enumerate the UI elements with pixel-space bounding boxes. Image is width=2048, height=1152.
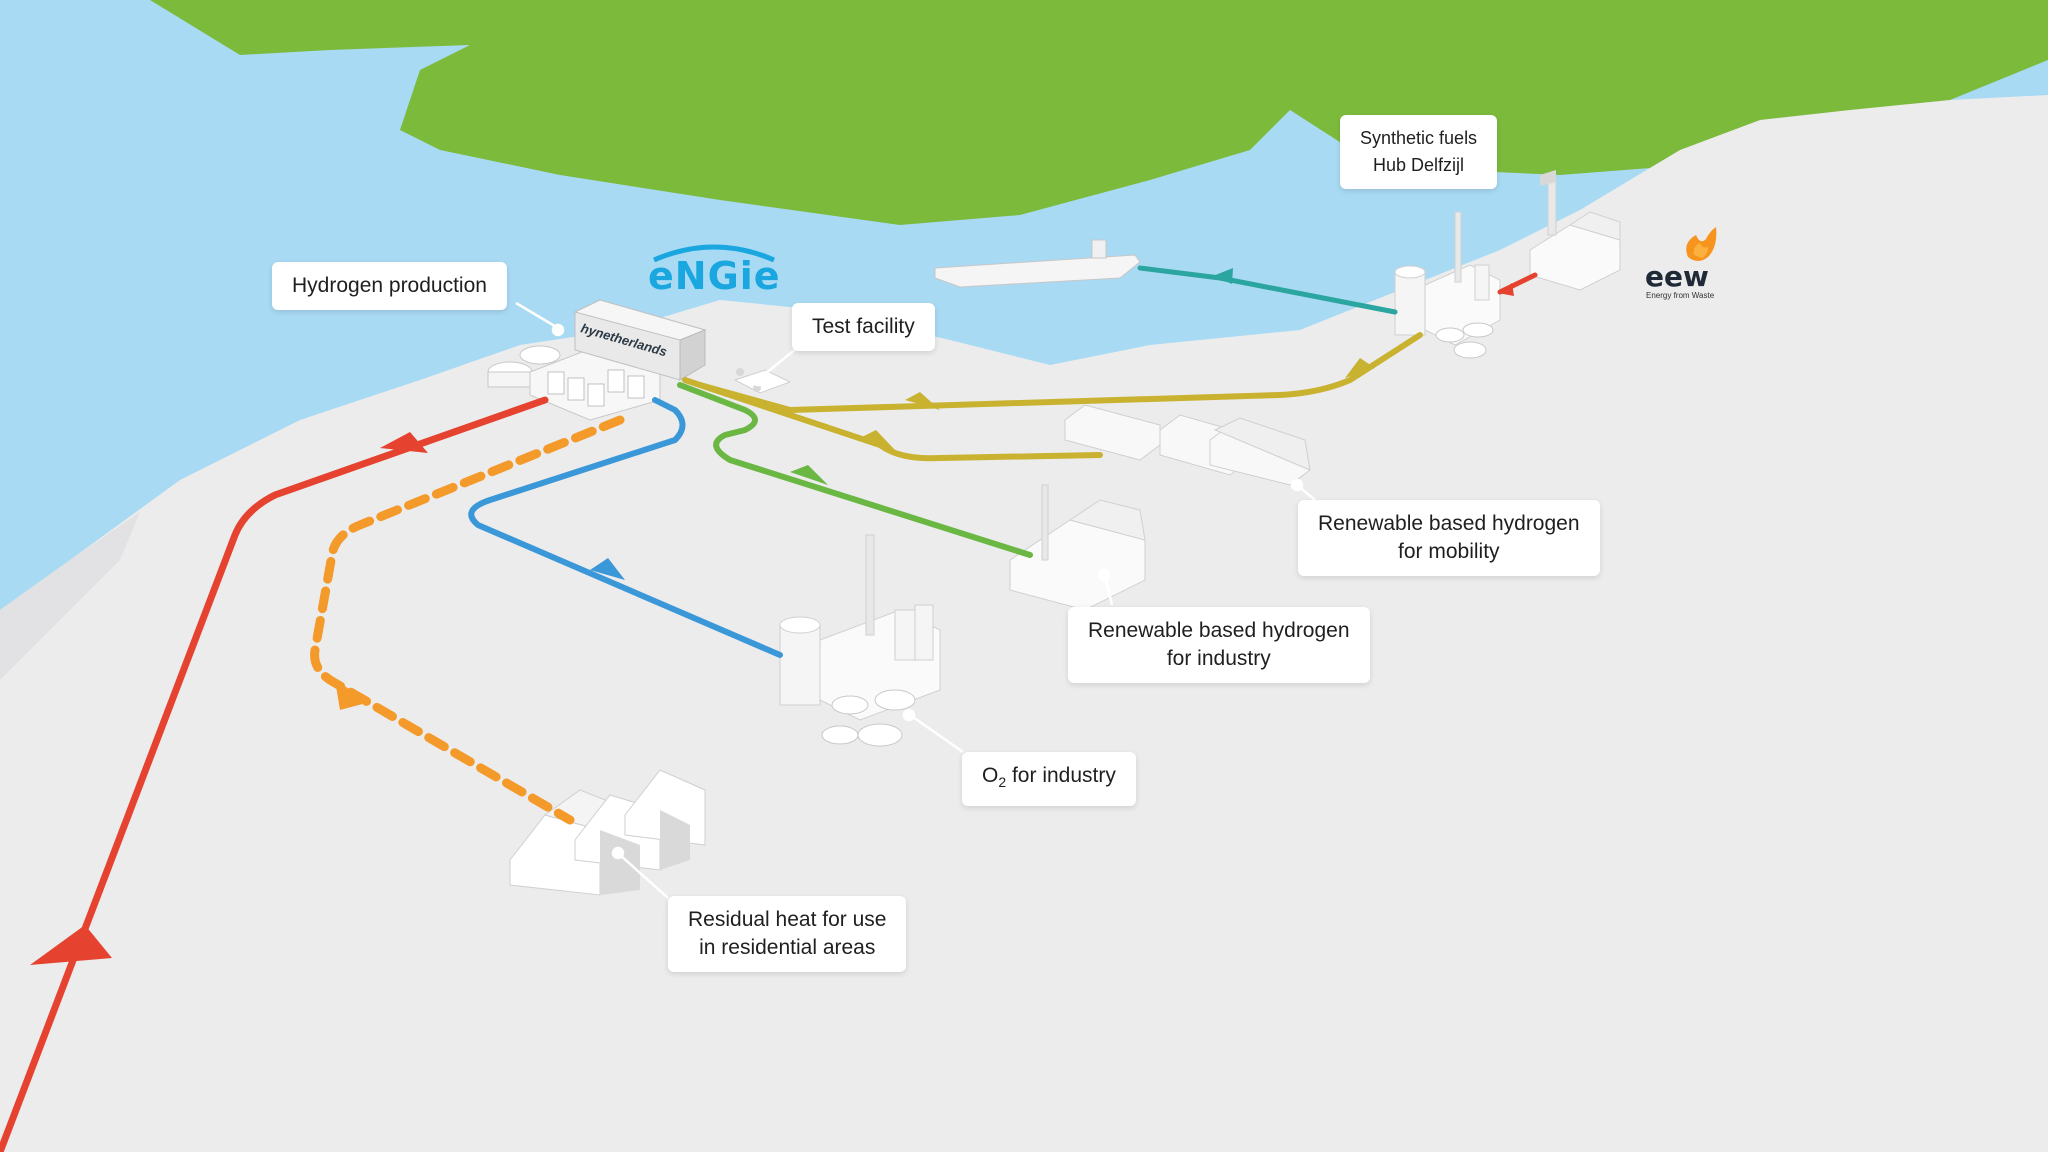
callout-text: Hydrogen production bbox=[292, 274, 487, 297]
blue-arrow bbox=[590, 558, 625, 580]
yellow-mobility-flow bbox=[682, 377, 1103, 462]
callout-synthetic-fuels: Synthetic fuels Hub Delfzijl bbox=[1340, 115, 1498, 189]
o2-suffix: for industry bbox=[1006, 764, 1116, 787]
engie-wordmark: eNGie bbox=[648, 254, 781, 298]
oxygen-plant bbox=[779, 534, 941, 747]
callout-oxygen: O2 for industry bbox=[962, 752, 1136, 806]
callout-text-line2: in residential areas bbox=[699, 936, 876, 959]
industry-factory bbox=[1009, 484, 1146, 611]
yellow-synfuel-flow bbox=[697, 332, 1423, 413]
callout-hydrogen-production: Hydrogen production bbox=[272, 262, 507, 310]
far-shore-land bbox=[150, 0, 2048, 225]
orange-heat-flow bbox=[310, 415, 625, 825]
callout-text-line1: Synthetic fuels bbox=[1360, 128, 1478, 148]
callout-text-line1: Renewable based hydrogen bbox=[1318, 512, 1580, 535]
ground-left-edge bbox=[0, 512, 140, 680]
hydrogen-production-plant: hynetherlands bbox=[487, 299, 707, 421]
yellow-arrow-b bbox=[905, 392, 940, 410]
callout-text-line1: Renewable based hydrogen bbox=[1088, 619, 1350, 642]
eew-tagline: Energy from Waste bbox=[1646, 291, 1715, 300]
yellow-arrow-c bbox=[1345, 358, 1375, 378]
eew-wordmark: eew bbox=[1645, 260, 1709, 293]
eew-logo: eew Energy from Waste bbox=[1630, 220, 1740, 300]
engie-arc-icon bbox=[653, 244, 775, 262]
yellow-arrow-a bbox=[860, 430, 895, 450]
callout-text-line2: Hub Delfzijl bbox=[1373, 155, 1465, 175]
tanker-ship bbox=[934, 239, 1141, 288]
o2-symbol: O bbox=[982, 764, 999, 787]
blue-oxygen-flow bbox=[468, 397, 783, 658]
callout-mobility: Renewable based hydrogen for mobility bbox=[1298, 500, 1600, 576]
synthetic-fuels-plant bbox=[1394, 211, 1501, 359]
flame-icon bbox=[1686, 227, 1717, 261]
green-arrow bbox=[790, 465, 828, 485]
callout-text-line2: for industry bbox=[1166, 647, 1271, 670]
callout-industry: Renewable based hydrogen for industry bbox=[1068, 607, 1370, 683]
red-arrow-mid bbox=[380, 432, 428, 453]
callout-text-line1: Residual heat for use bbox=[688, 908, 887, 931]
callout-leaders bbox=[515, 301, 1316, 899]
callout-test-facility: Test facility bbox=[792, 303, 935, 351]
teal-arrow bbox=[1213, 268, 1233, 284]
engie-logo: eNGie bbox=[648, 242, 780, 298]
callout-text: O2 for industry bbox=[982, 764, 1116, 790]
waste-to-energy-plant bbox=[1529, 170, 1621, 291]
red-arrow-large bbox=[30, 925, 112, 965]
callout-text-line2: for mobility bbox=[1398, 540, 1500, 563]
callout-residual-heat: Residual heat for use in residential are… bbox=[668, 896, 907, 972]
ground-land bbox=[0, 95, 2048, 1152]
o2-subscript: 2 bbox=[998, 774, 1007, 790]
residential-houses bbox=[509, 769, 706, 896]
callout-text: Test facility bbox=[812, 315, 915, 338]
red-small-arrow bbox=[1498, 283, 1514, 296]
orange-arrow bbox=[335, 680, 370, 710]
flow-arrowheads bbox=[30, 268, 1514, 965]
hydrogen-train bbox=[1064, 404, 1311, 486]
green-industry-flow bbox=[677, 382, 1033, 558]
red-power-flow bbox=[0, 396, 549, 1152]
